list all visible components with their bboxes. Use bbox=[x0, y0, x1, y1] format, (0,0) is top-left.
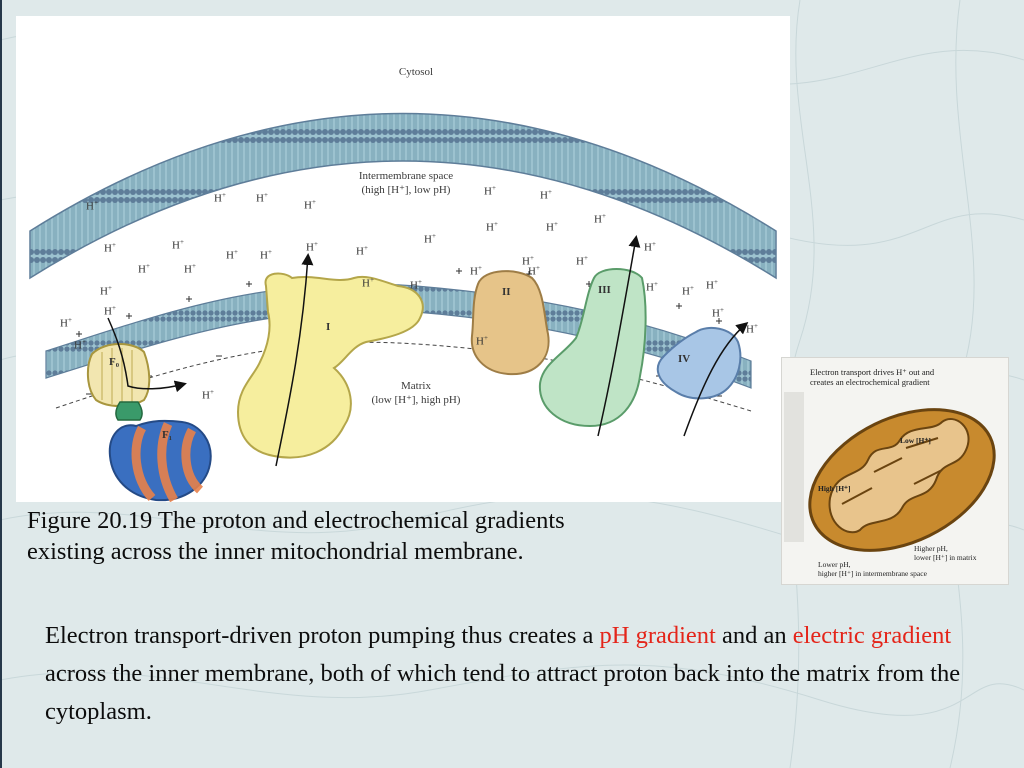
atp-synthase-stalk bbox=[115, 401, 143, 421]
proton-label: H+ bbox=[104, 304, 116, 318]
proton-label: H+ bbox=[712, 306, 724, 320]
complex-2-shape bbox=[470, 270, 550, 376]
proton-label: H+ bbox=[60, 316, 72, 330]
proton-label: H+ bbox=[86, 199, 98, 213]
mitochondrion-drawing bbox=[784, 392, 996, 552]
complex-4-shape bbox=[656, 326, 742, 400]
f0-rotor-shape bbox=[86, 343, 151, 407]
inset-title-line1: Electron transport drives H⁺ out and bbox=[810, 367, 935, 377]
matrix-boundary bbox=[55, 341, 752, 412]
proton-return-arrow bbox=[107, 317, 187, 393]
proton-label: H+ bbox=[644, 240, 656, 254]
explanation-paragraph: Electron transport-driven proton pumping… bbox=[45, 617, 995, 731]
ph-gradient-highlight: pH gradient bbox=[599, 622, 716, 649]
cristae bbox=[828, 417, 970, 534]
proton-label: H+ bbox=[746, 322, 758, 336]
membrane-diagram bbox=[29, 112, 777, 502]
inset-title-line2: creates an electrochemical gradient bbox=[810, 377, 930, 387]
body-text-part3: across the inner membrane, both of which… bbox=[45, 660, 961, 725]
body-text-part2: and an bbox=[715, 622, 793, 649]
inset-lower-line1: Lower pH, bbox=[818, 560, 851, 569]
proton-label: H+ bbox=[682, 284, 694, 298]
proton-label: H+ bbox=[214, 191, 226, 205]
body-text-part1: Electron transport-driven proton pumping… bbox=[45, 622, 600, 649]
intermembrane-label: Intermembrane space (high [H⁺], low pH) bbox=[331, 169, 481, 197]
intermembrane-label-line1: Intermembrane space bbox=[358, 170, 454, 182]
electron-path-complex-3 bbox=[597, 235, 641, 437]
proton-label: H+ bbox=[306, 240, 318, 254]
matrix-label-line1: Matrix bbox=[401, 380, 431, 392]
proton-label: H+ bbox=[546, 220, 558, 234]
electron-transport-figure: Cytosol Intermembrane space (high [H⁺], … bbox=[16, 16, 790, 502]
electron-path-complex-4 bbox=[683, 322, 749, 437]
proton-label: H+ bbox=[356, 244, 368, 258]
complex-1-shape bbox=[236, 272, 424, 459]
inset-lower-line2: higher [H⁺] in intermembrane space bbox=[818, 569, 927, 578]
proton-label: H+ bbox=[424, 232, 436, 246]
proton-label: H+ bbox=[138, 262, 150, 276]
proton-label: H+ bbox=[202, 388, 214, 402]
inset-higher-line2: lower [H⁺] in matrix bbox=[914, 553, 977, 562]
caption-line2: existing across the inner mitochondrial … bbox=[27, 538, 524, 565]
proton-label: H+ bbox=[184, 262, 196, 276]
proton-label: H+ bbox=[522, 254, 534, 268]
f1-label: F₁ bbox=[162, 429, 173, 441]
proton-label: H+ bbox=[256, 191, 268, 205]
proton-label: H+ bbox=[706, 278, 718, 292]
intermembrane-label-line2: (high [H⁺], low pH) bbox=[361, 184, 451, 196]
complex-3-shape bbox=[538, 268, 647, 428]
proton-label: H+ bbox=[540, 188, 552, 202]
complex-4-label: IV bbox=[678, 353, 691, 365]
proton-label: H+ bbox=[484, 184, 496, 198]
proton-label: H+ bbox=[410, 278, 422, 292]
proton-label: H+ bbox=[486, 220, 498, 234]
complex-3-label: III bbox=[598, 284, 611, 296]
inset-title: Electron transport drives H⁺ out and cre… bbox=[810, 367, 1000, 387]
positive-charges bbox=[76, 268, 722, 337]
proton-label: H+ bbox=[576, 254, 588, 268]
proton-label: H+ bbox=[362, 276, 374, 290]
inset-lower-ph-label: Lower pH, higher [H⁺] in intermembrane s… bbox=[818, 560, 927, 578]
cytosol-label: Cytosol bbox=[398, 66, 434, 78]
proton-label: H+ bbox=[104, 241, 116, 255]
electric-gradient-highlight: electric gradient bbox=[792, 622, 952, 649]
figure-caption: Figure 20.19 The proton and electrochemi… bbox=[27, 505, 787, 567]
proton-label: H+ bbox=[646, 280, 658, 294]
proton-label: H+ bbox=[476, 334, 488, 348]
proton-label: H+ bbox=[470, 264, 482, 278]
proton-label: H+ bbox=[100, 284, 112, 298]
proton-label: H+ bbox=[304, 198, 316, 212]
proton-label: H+ bbox=[528, 264, 540, 278]
complex-1-label: I bbox=[326, 321, 331, 333]
left-border-rule bbox=[0, 0, 2, 768]
inset-higher-line1: Higher pH, bbox=[914, 544, 948, 553]
proton-label: H+ bbox=[226, 248, 238, 262]
electron-path-complex-1 bbox=[275, 253, 314, 467]
f0-label: F₀ bbox=[109, 356, 120, 368]
inset-high-label: High [H⁺] bbox=[818, 484, 851, 493]
inset-higher-ph-label: Higher pH, lower [H⁺] in matrix bbox=[914, 544, 976, 562]
mitochondrion-inset: Electron transport drives H⁺ out and cre… bbox=[781, 357, 1009, 585]
caption-line1: Figure 20.19 The proton and electrochemi… bbox=[27, 507, 565, 534]
proton-label: H+ bbox=[172, 238, 184, 252]
outer-membrane bbox=[29, 112, 777, 280]
proton-label: H+ bbox=[260, 248, 272, 262]
inset-low-label: Low [H⁺] bbox=[900, 436, 931, 445]
proton-label: H+ bbox=[594, 212, 606, 226]
matrix-label-line2: (low [H⁺], high pH) bbox=[371, 394, 461, 406]
matrix-label: Matrix (low [H⁺], high pH) bbox=[336, 379, 496, 407]
proton-label: H+ bbox=[74, 338, 86, 352]
complex-2-label: II bbox=[502, 286, 511, 298]
